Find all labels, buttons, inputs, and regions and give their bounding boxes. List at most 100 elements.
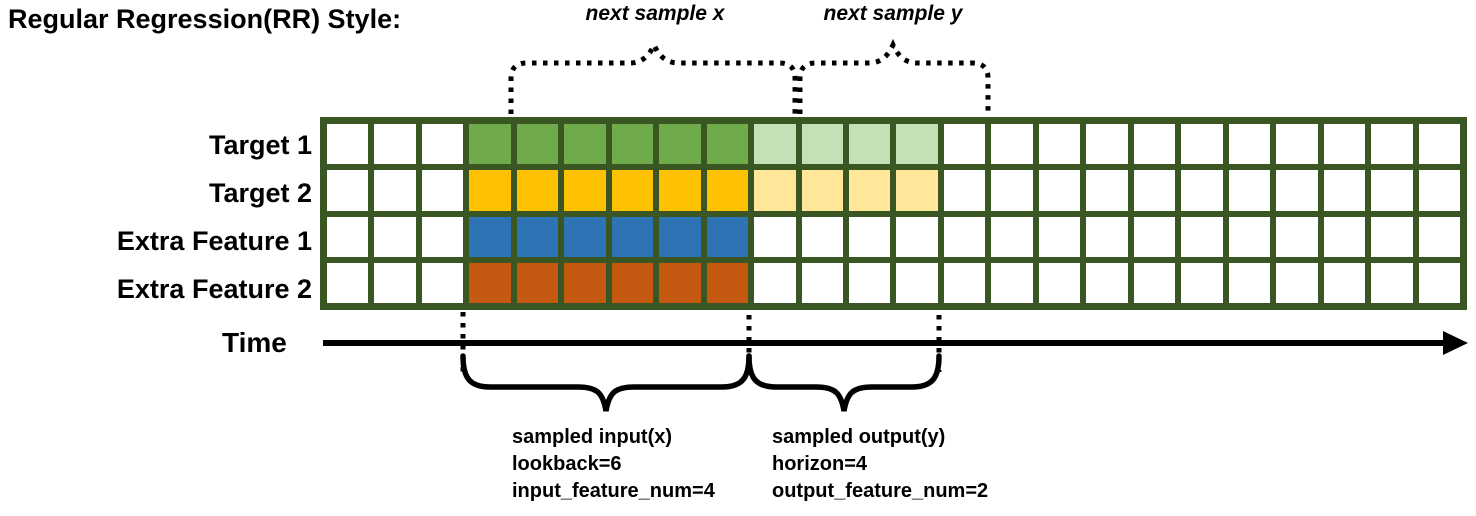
grid-cell [659, 262, 701, 303]
grid-cell [1418, 216, 1460, 257]
grid-cell [564, 216, 606, 257]
grid-cell [849, 124, 891, 165]
grid-cell [327, 124, 369, 165]
grid-cell [754, 170, 796, 211]
grid-cell [1038, 262, 1081, 303]
next-sample-x-brace [508, 38, 798, 114]
grid-cell [1323, 262, 1366, 303]
grid-cell [991, 262, 1033, 303]
sampled-output-title: sampled output(y) [772, 426, 946, 448]
grid-cell [1086, 170, 1128, 211]
grid-cell [1418, 262, 1460, 303]
grid-cell [849, 262, 891, 303]
grid-cell [469, 216, 511, 257]
grid-cell [1086, 216, 1128, 257]
grid [320, 117, 1467, 310]
grid-cell [659, 170, 701, 211]
grid-cell [1371, 216, 1413, 257]
grid-cell [896, 170, 938, 211]
grid-cell [943, 262, 986, 303]
grid-cell [516, 262, 559, 303]
grid-cell [706, 216, 749, 257]
grid-cell [421, 216, 464, 257]
next-sample-y-brace [797, 38, 991, 114]
grid-cell [754, 124, 796, 165]
grid-cell [1038, 124, 1081, 165]
grid-cell [1418, 124, 1460, 165]
grid-cell [1086, 262, 1128, 303]
grid-cell [564, 262, 606, 303]
grid-cell [1038, 216, 1081, 257]
grid-cell [706, 262, 749, 303]
grid-cell [1133, 124, 1176, 165]
row-label-extra-feature-2: Extra Feature 2 [116, 274, 312, 304]
grid-cell [754, 216, 796, 257]
grid-cell [327, 216, 369, 257]
grid-cell [991, 170, 1033, 211]
grid-cell [374, 124, 416, 165]
grid-cell [1133, 170, 1176, 211]
grid-cell [469, 170, 511, 211]
grid-cell [991, 216, 1033, 257]
grid-cell [374, 216, 416, 257]
grid-cell [801, 124, 844, 165]
row-label-target-2: Target 2 [208, 178, 312, 208]
sampled-output-annotation: sampled output(y) horizon=4 output_featu… [772, 424, 988, 505]
grid-cell [564, 124, 606, 165]
grid-cell [991, 124, 1033, 165]
time-axis-label: Time [222, 327, 287, 358]
grid-cell [1276, 262, 1318, 303]
grid-cell [1181, 124, 1223, 165]
grid-cell [706, 170, 749, 211]
grid-cell [1228, 124, 1271, 165]
row-label-extra-feature-1: Extra Feature 1 [116, 226, 312, 256]
grid-cell [1181, 262, 1223, 303]
grid-cell [421, 124, 464, 165]
grid-cell [516, 170, 559, 211]
grid-cell [1228, 262, 1271, 303]
grid-cell [754, 262, 796, 303]
grid-cell [943, 170, 986, 211]
grid-cell [1371, 170, 1413, 211]
time-axis-arrowhead [1443, 331, 1468, 355]
row-label-target-1: Target 1 [208, 130, 312, 160]
grid-cell [374, 170, 416, 211]
next-sample-x-label: next sample x [585, 2, 725, 25]
grid-cell [706, 124, 749, 165]
grid-cell [1228, 170, 1271, 211]
output-feature-num-value: output_feature_num=2 [772, 480, 989, 502]
grid-cell [611, 170, 654, 211]
grid-cell [659, 124, 701, 165]
grid-cell [801, 170, 844, 211]
grid-cell [1323, 170, 1366, 211]
grid-cell [896, 262, 938, 303]
grid-cell [1371, 124, 1413, 165]
grid-cell [611, 216, 654, 257]
grid-cell [421, 262, 464, 303]
grid-cell [469, 124, 511, 165]
grid-cell [327, 170, 369, 211]
grid-cell [801, 216, 844, 257]
grid-cell [611, 262, 654, 303]
grid-cell [1418, 170, 1460, 211]
grid-cell [1371, 262, 1413, 303]
grid-cell [516, 124, 559, 165]
next-sample-y-label: next sample y [823, 2, 963, 25]
grid-cell [943, 124, 986, 165]
grid-cell [374, 262, 416, 303]
grid-cell [1133, 216, 1176, 257]
grid-cell [1086, 124, 1128, 165]
grid-cell [849, 216, 891, 257]
grid-cell [801, 262, 844, 303]
sampled-input-title: sampled input(x) [512, 426, 673, 448]
grid-cell [1323, 124, 1366, 165]
sampled-input-brace [460, 353, 752, 412]
grid-cell [1038, 170, 1081, 211]
sampled-output-brace [746, 353, 942, 412]
grid-cell [327, 262, 369, 303]
grid-cell [1181, 170, 1223, 211]
diagram-title: Regular Regression(RR) Style: [8, 4, 402, 34]
grid-cell [659, 216, 701, 257]
grid-cell [1133, 262, 1176, 303]
grid-cell [849, 170, 891, 211]
